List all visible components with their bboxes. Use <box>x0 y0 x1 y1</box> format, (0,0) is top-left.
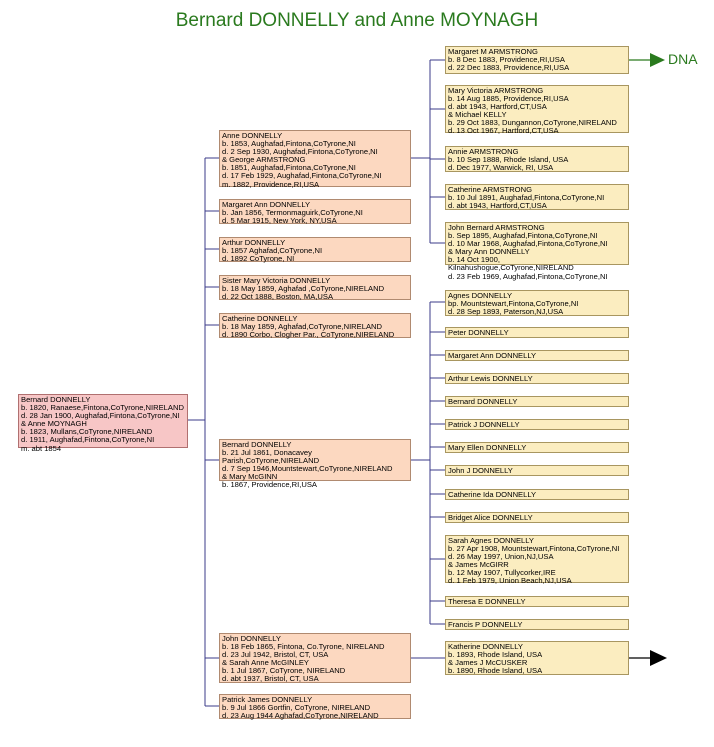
grandchild-box[interactable]: Sarah Agnes DONNELLY b. 27 Apr 1908, Mou… <box>445 535 629 585</box>
grandchild-box[interactable]: Bridget Alice DONNELLY <box>445 512 629 523</box>
grandchild-box[interactable]: John Bernard ARMSTRONG b. Sep 1895, Augh… <box>445 222 629 280</box>
grandchild-box[interactable]: John J DONNELLY <box>445 465 629 476</box>
grandchild-box[interactable]: Margaret M ARMSTRONG b. 8 Dec 1883, Prov… <box>445 46 629 74</box>
grandchild-box[interactable]: Margaret Ann DONNELLY <box>445 350 629 361</box>
dna-label: DNA <box>668 51 698 67</box>
grandchild-box[interactable]: Bernard DONNELLY <box>445 396 629 407</box>
dna-arrow-icon <box>629 53 665 67</box>
grandchild-box[interactable]: Agnes DONNELLY bp. Mountstewart,Fintona,… <box>445 290 629 316</box>
child-box[interactable]: Arthur DONNELLY b. 1857 Aghafad,CoTyrone… <box>219 237 411 263</box>
child-box[interactable]: Sister Mary Victoria DONNELLY b. 18 May … <box>219 275 411 301</box>
grandchild-box[interactable]: Catherine Ida DONNELLY <box>445 489 629 500</box>
child-box[interactable]: Catherine DONNELLY b. 18 May 1859, Aghaf… <box>219 313 411 339</box>
grandchild-box[interactable]: Patrick J DONNELLY <box>445 419 629 430</box>
child-box[interactable]: Patrick James DONNELLY b. 9 Jul 1866 Gor… <box>219 694 411 720</box>
child-box[interactable]: Margaret Ann DONNELLY b. Jan 1856, Termo… <box>219 199 411 225</box>
grandchild-box[interactable]: Arthur Lewis DONNELLY <box>445 373 629 384</box>
grandchild-box[interactable]: Katherine DONNELLY b. 1893, Rhode Island… <box>445 641 629 675</box>
grandchild-box[interactable]: Mary Victoria ARMSTRONG b. 14 Aug 1885, … <box>445 85 629 135</box>
child-box[interactable]: Bernard DONNELLY b. 21 Jul 1861, Donacav… <box>219 439 411 489</box>
child-box[interactable]: John DONNELLY b. 18 Feb 1865, Fintona, C… <box>219 633 411 683</box>
grandchild-box[interactable]: Peter DONNELLY <box>445 327 629 338</box>
grandchild-box[interactable]: Francis P DONNELLY <box>445 619 629 630</box>
grandchild-box[interactable]: Mary Ellen DONNELLY <box>445 442 629 453</box>
root-couple-box[interactable]: Bernard DONNELLY b. 1820, Ranaese,Finton… <box>18 394 188 452</box>
grandchild-box[interactable]: Theresa E DONNELLY <box>445 596 629 607</box>
grandchild-box[interactable]: Catherine ARMSTRONG b. 10 Jul 1891, Augh… <box>445 184 629 210</box>
grandchild-box[interactable]: Annie ARMSTRONG b. 10 Sep 1888, Rhode Is… <box>445 146 629 172</box>
tree-title: Bernard DONNELLY and Anne MOYNAGH <box>175 10 539 31</box>
child-box[interactable]: Anne DONNELLY b. 1853, Aughafad,Fintona,… <box>219 130 411 188</box>
continuation-arrow-icon <box>629 650 667 666</box>
